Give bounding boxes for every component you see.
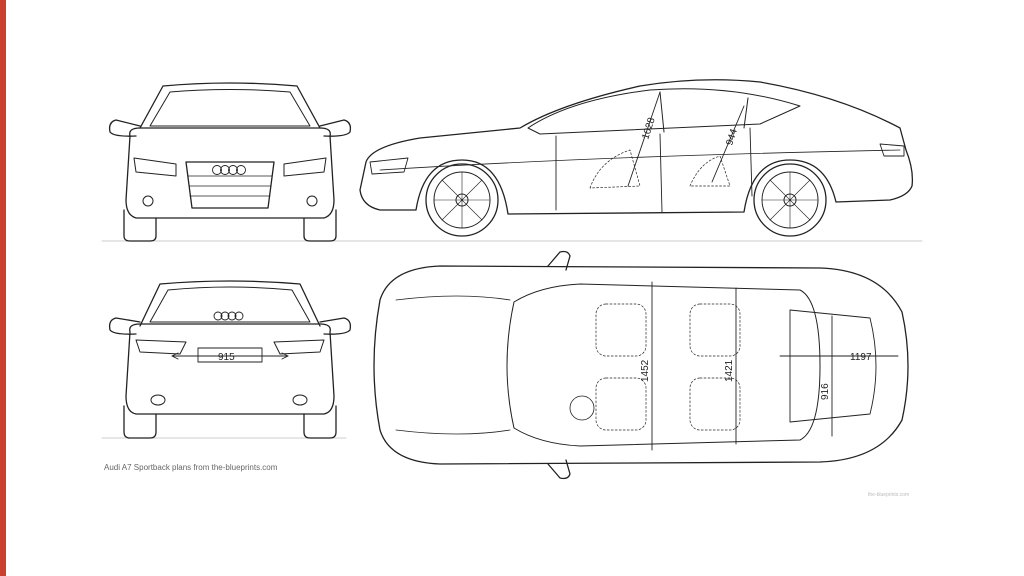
rear-view	[108, 280, 352, 439]
caption: Audi A7 Sportback plans from the-bluepri…	[104, 463, 278, 472]
dim-rear-shoulder: 1421	[724, 359, 735, 382]
dim-boot-width: 916	[820, 383, 831, 400]
dim-boot-length: 1197	[850, 352, 872, 363]
side-view	[359, 79, 914, 237]
accent-bar	[0, 0, 6, 576]
top-view	[373, 250, 909, 480]
dim-rear-headroom: 944	[724, 127, 740, 147]
dim-rear-track: 915	[218, 352, 235, 363]
dim-front-shoulder: 1452	[640, 359, 651, 382]
front-view	[108, 82, 352, 242]
watermark: the-blueprints.com	[868, 492, 910, 498]
